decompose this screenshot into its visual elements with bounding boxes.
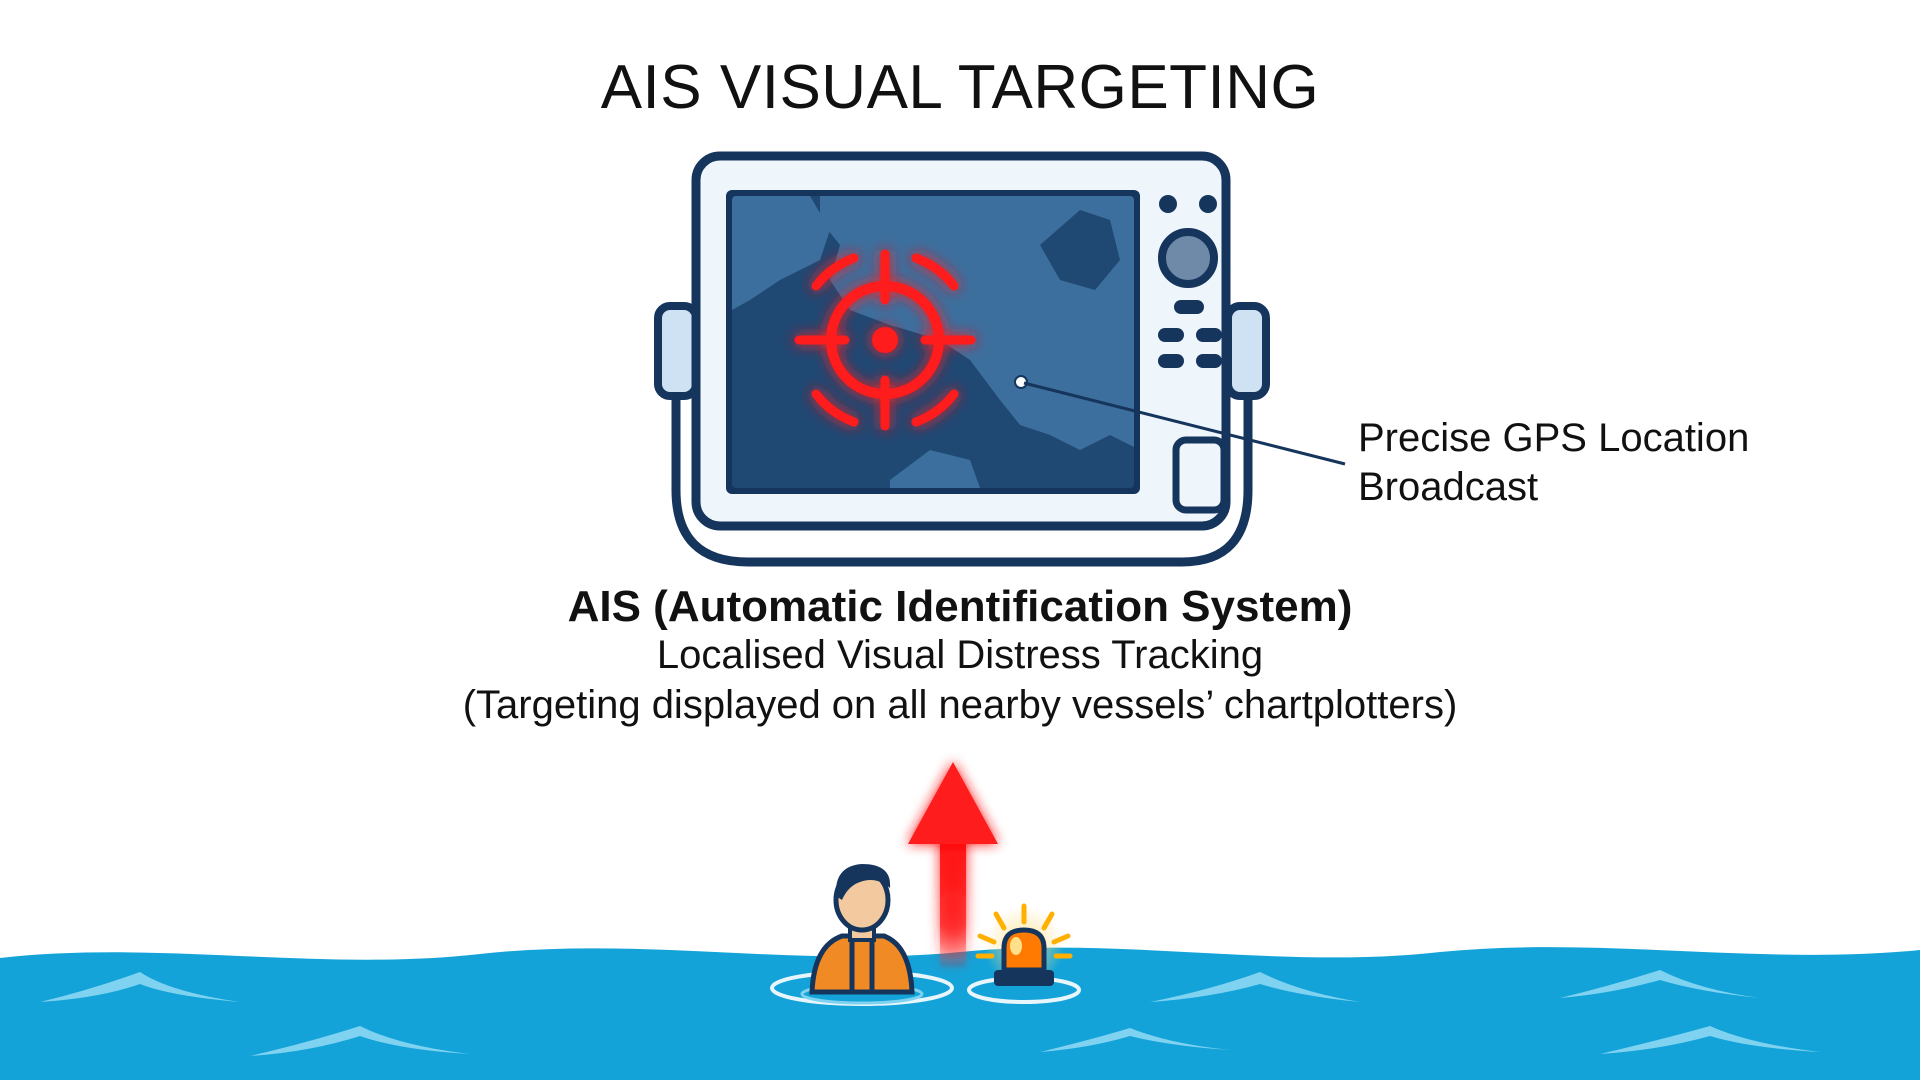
crosshair-target-icon [794, 249, 976, 431]
wave-highlights [40, 970, 1820, 1056]
person-in-lifejacket-icon [770, 864, 954, 1006]
callout-line-1: Precise GPS Location [1358, 416, 1750, 460]
sea-scene [0, 762, 1920, 1080]
chartplotter-icon [654, 151, 1270, 567]
ais-heading: AIS (Automatic Identification System) [567, 582, 1353, 631]
callout-line-2: Broadcast [1358, 465, 1539, 509]
diagram-title: AIS VISUAL TARGETING [600, 53, 1320, 122]
up-arrow-icon [908, 762, 998, 970]
ais-subtitle: Localised Visual Distress Tracking [656, 633, 1264, 677]
sea [0, 947, 1920, 1080]
ais-note: (Targeting displayed on all nearby vesse… [462, 683, 1458, 727]
flashing-beacon-icon [967, 903, 1081, 1004]
gps-callout-label: Precise GPS Location Broadcast [1358, 414, 1749, 512]
